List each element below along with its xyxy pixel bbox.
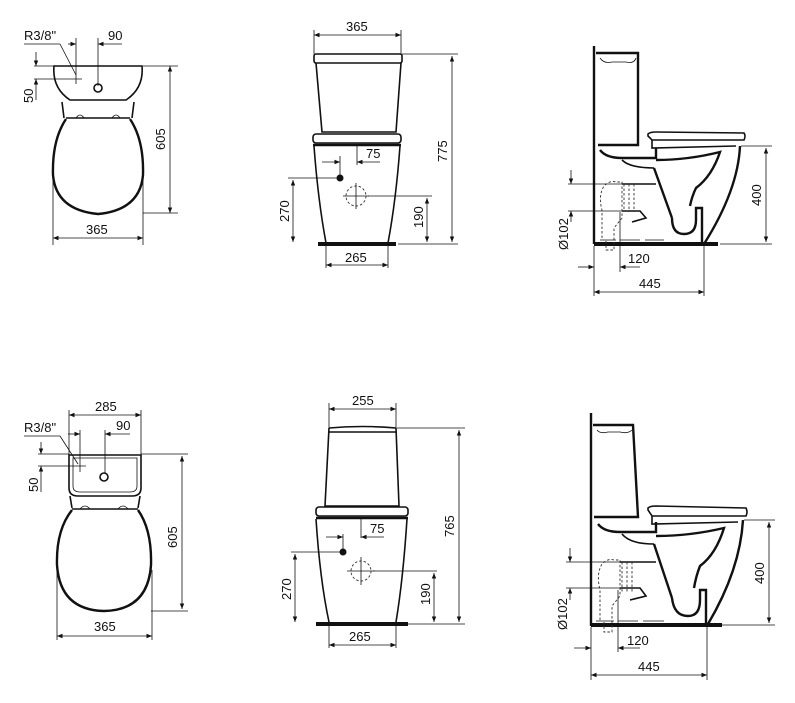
inlet-offset-label: 75 [366,146,380,161]
seat-outline [51,118,145,216]
width-label: 365 [86,222,108,237]
cistern-side [596,51,640,147]
pan-front [706,519,745,625]
depth-label: 445 [638,659,660,674]
top-row-side-view: Ø102 400 120 445 [556,46,772,296]
base-width-label: 265 [345,250,367,265]
thread-label: R3/8" [24,28,56,43]
outlet-offset-label: 120 [627,633,649,648]
length-label: 605 [165,526,180,548]
cistern-width-label: 365 [346,19,368,34]
cistern-width-label: 255 [352,393,374,408]
cistern-body [315,62,402,133]
seat-edge [312,133,402,144]
outlet-diameter-label: Ø102 [555,598,570,630]
length-label: 605 [153,128,168,150]
seat-height-label: 400 [752,562,767,584]
cistern-width-label: 285 [95,399,117,414]
pan-body [315,518,408,623]
top-row-plan-view: R3/8" 90 50 605 365 [21,28,178,245]
inlet-hole [99,472,109,482]
inlet-offset-label: 75 [370,521,384,536]
total-height-label: 765 [442,515,457,537]
seat-height-label: 400 [749,184,764,206]
pan-body [313,145,401,244]
seat-lid-side [647,131,746,141]
base-width-label: 265 [349,629,371,644]
seat-lid-side [647,505,748,517]
inlet-offset-label: 90 [108,28,122,43]
seat-outline [55,509,153,613]
outlet-height-label: 190 [418,583,433,605]
total-height-label: 775 [435,140,450,162]
bottom-row-side-view: Ø102 400 120 445 [555,413,775,680]
width-label: 365 [94,619,116,634]
cistern-outline [53,65,143,101]
bottom-row-plan-view: 285 R3/8" 90 50 605 365 [24,399,188,640]
outlet-height-label: 190 [411,206,426,228]
inlet-offset-label: 90 [116,418,130,433]
cistern-outline [68,454,142,497]
seat-edge [315,506,409,517]
outlet-diameter-label: Ø102 [556,218,571,250]
depth-offset-label: 50 [21,89,36,103]
inlet-height-label: 270 [277,200,292,222]
outlet-offset-label: 120 [628,251,650,266]
inlet-height-label: 270 [279,578,294,600]
cistern-lid [328,425,397,429]
cistern-lid [313,53,403,64]
bottom-row-front-view: 255 765 75 270 190 265 [279,393,465,648]
pan-front [702,145,742,245]
top-row-front-view: 365 775 75 270 190 265 [277,19,458,268]
cistern-body [324,427,400,507]
cistern-side [593,423,640,519]
depth-offset-label: 50 [26,478,41,492]
depth-label: 445 [639,276,661,291]
thread-label: R3/8" [24,420,56,435]
